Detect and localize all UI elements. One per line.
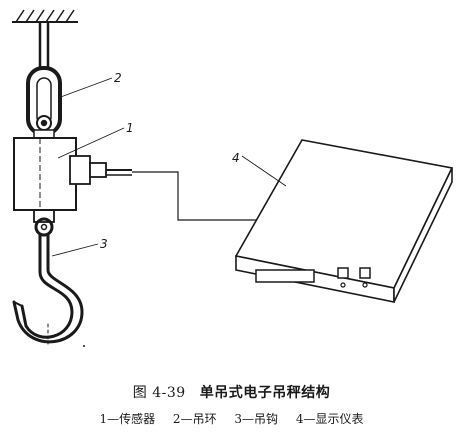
hook-neck [33,209,55,237]
callout-2: 2 [114,71,122,85]
legend-item: 4—显示仪表 [295,412,364,426]
figure-legend: 1—传感器 2—吊环 3—吊钩 4—显示仪表 [0,410,463,427]
signal-cable [132,171,262,221]
callout-3: 3 [100,237,108,251]
display-instrument [234,139,454,303]
legend-item: 3—吊钩 [234,412,279,426]
lifting-hook [12,233,85,347]
leader-lines [51,77,287,257]
callout-4: 4 [232,151,240,165]
ceiling-mount [12,9,78,23]
figure-title: 单吊式电子吊秤结构 [199,385,331,401]
legend-item: 1—传感器 [99,412,156,426]
display-button-2 [359,267,371,279]
suspension-rod [38,22,50,70]
display-button-1 [337,267,349,279]
crane-scale-diagram: 2 1 3 4 [12,9,454,347]
display-screen [255,269,315,283]
shackle [26,66,62,139]
figure-caption: 图 4-39 单吊式电子吊秤结构 [0,382,463,402]
callout-1: 1 [126,121,134,135]
legend-item: 2—吊环 [172,412,217,426]
load-cell-sensor [13,137,132,211]
figure-number: 图 4-39 [132,385,186,401]
